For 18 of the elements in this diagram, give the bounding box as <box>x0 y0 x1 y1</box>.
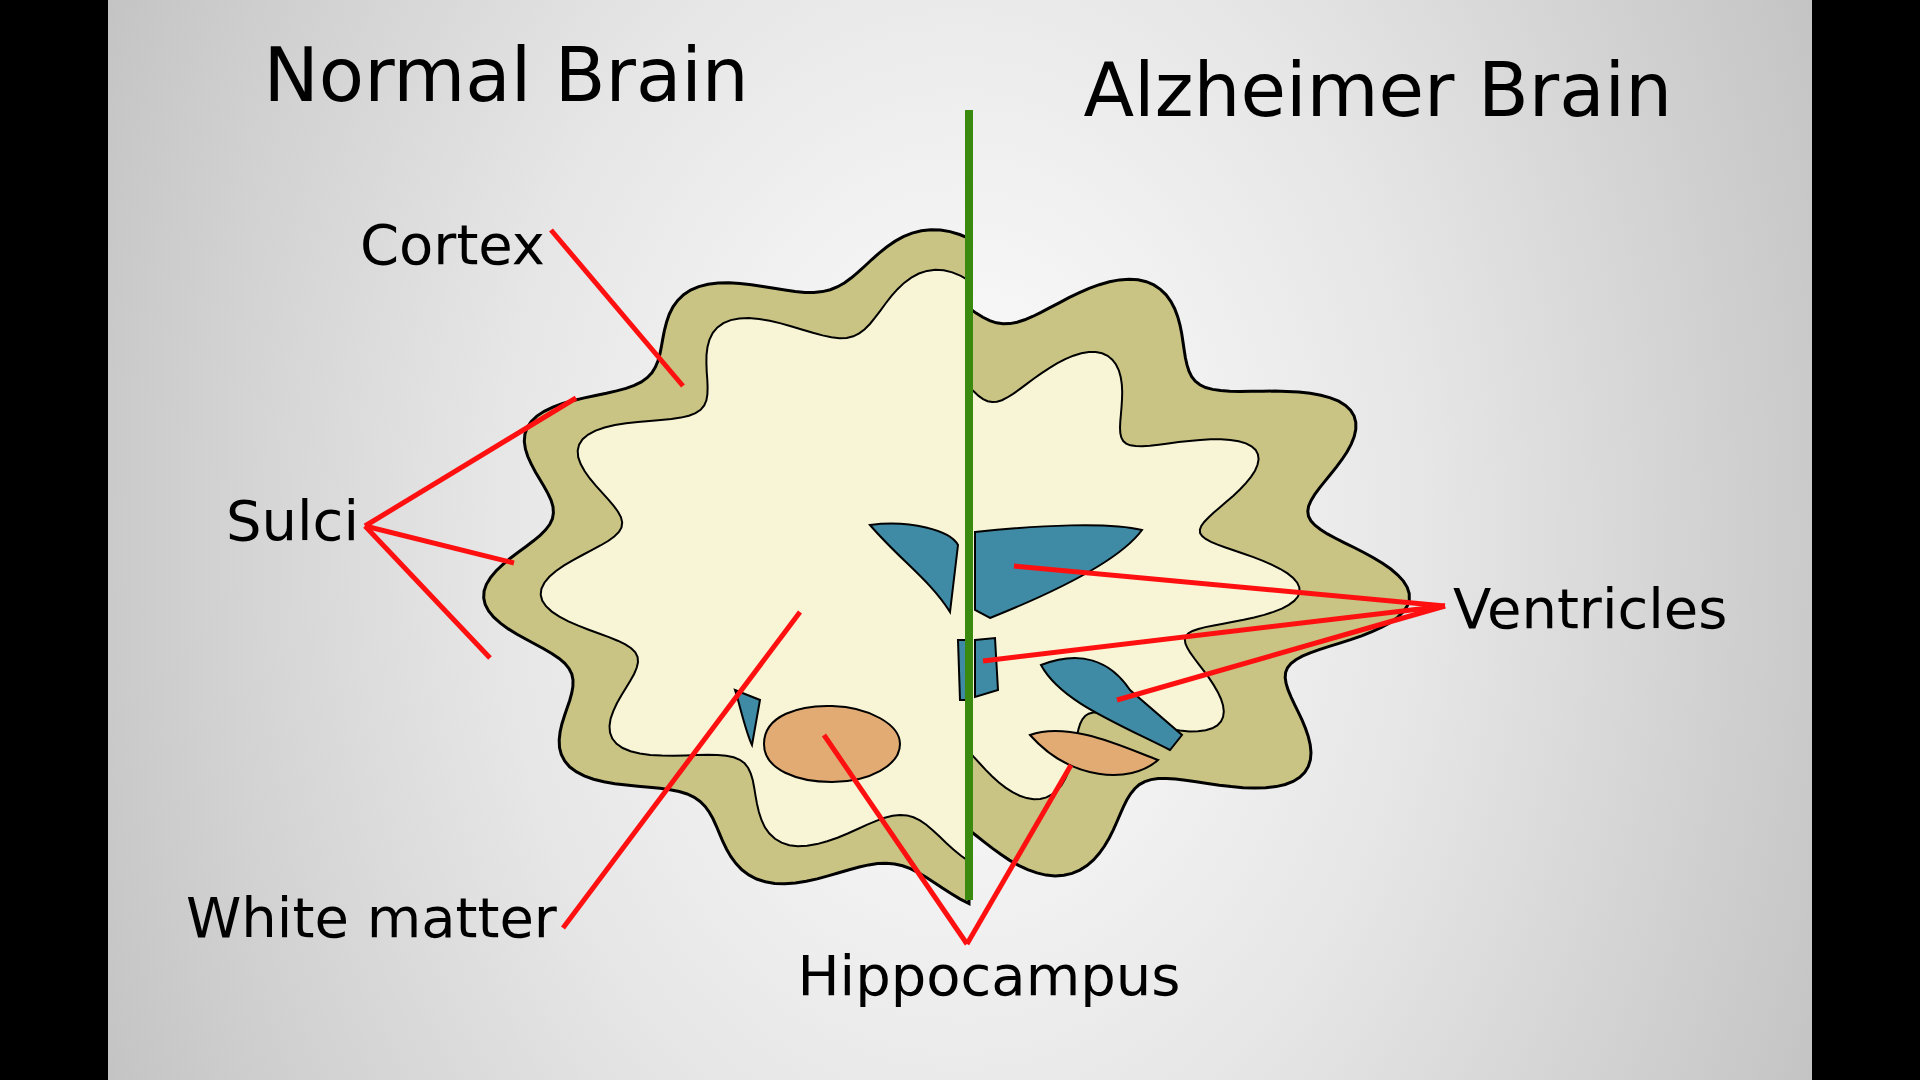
ventricle-shape <box>1040 657 1183 751</box>
leader-line <box>1116 603 1446 703</box>
leader-line <box>364 523 515 566</box>
heading: Normal Brain <box>263 38 749 112</box>
hippocampus-shape <box>1029 729 1159 776</box>
leader-line <box>561 610 802 930</box>
leader-line <box>964 763 1074 946</box>
hippocampus-shape <box>763 705 901 783</box>
part-label: White matter <box>186 890 557 946</box>
leader-line <box>549 228 685 388</box>
part-label: Sulci <box>226 493 359 549</box>
leader-line <box>1013 563 1446 609</box>
part-label: Cortex <box>360 217 545 273</box>
ventricle-shape <box>974 524 1143 619</box>
part-label: Ventricles <box>1453 581 1728 637</box>
heading: Alzheimer Brain <box>1083 53 1673 127</box>
leader-line <box>363 524 492 660</box>
leader-line <box>821 733 970 946</box>
